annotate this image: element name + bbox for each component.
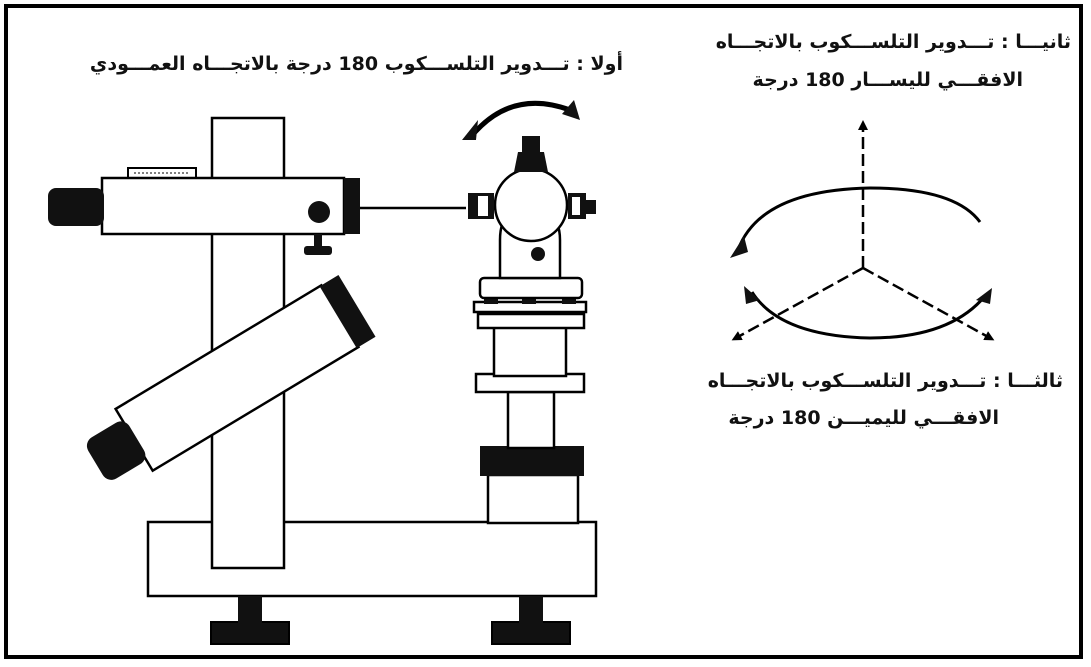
- second-rotation-label-line1: ثانيـــا : تـــدوير التلســـكوب بالاتجــ…: [715, 31, 1071, 53]
- horizontal-rotation-axes: [730, 120, 995, 341]
- second-rotation-label-line2: الافقـــي لليســـار 180 درجة: [752, 69, 1023, 91]
- telescope-tube: [100, 176, 346, 236]
- telescope-focus-knob: [308, 201, 330, 223]
- tilted-telescope: [86, 275, 376, 480]
- theodolite: [468, 136, 596, 525]
- third-rotation-label-line1: ثالثـــا : تـــدوير التلســـكوب بالاتجــ…: [707, 370, 1063, 392]
- theodolite-collar: [480, 446, 584, 476]
- stand-foot-left: [210, 621, 290, 645]
- horizontal-telescope: [48, 167, 360, 255]
- telescope-front-cap: [344, 178, 360, 234]
- vertical-rotation-arrow: [462, 100, 580, 140]
- first-rotation-label: أولا : تـــدوير التلســـكوب 180 درجة بال…: [89, 53, 623, 75]
- stand-foot-left-stem: [238, 596, 262, 624]
- telescope-clamp-knob: [304, 246, 332, 255]
- third-rotation-label-line2: الافقـــي لليميـــن 180 درجة: [728, 407, 999, 429]
- theodolite-knob: [531, 247, 545, 261]
- telescope-eyepiece: [48, 188, 104, 226]
- diagram-frame: [4, 4, 1083, 659]
- stand-foot-right-stem: [519, 596, 543, 624]
- stand-foot-right: [491, 621, 571, 645]
